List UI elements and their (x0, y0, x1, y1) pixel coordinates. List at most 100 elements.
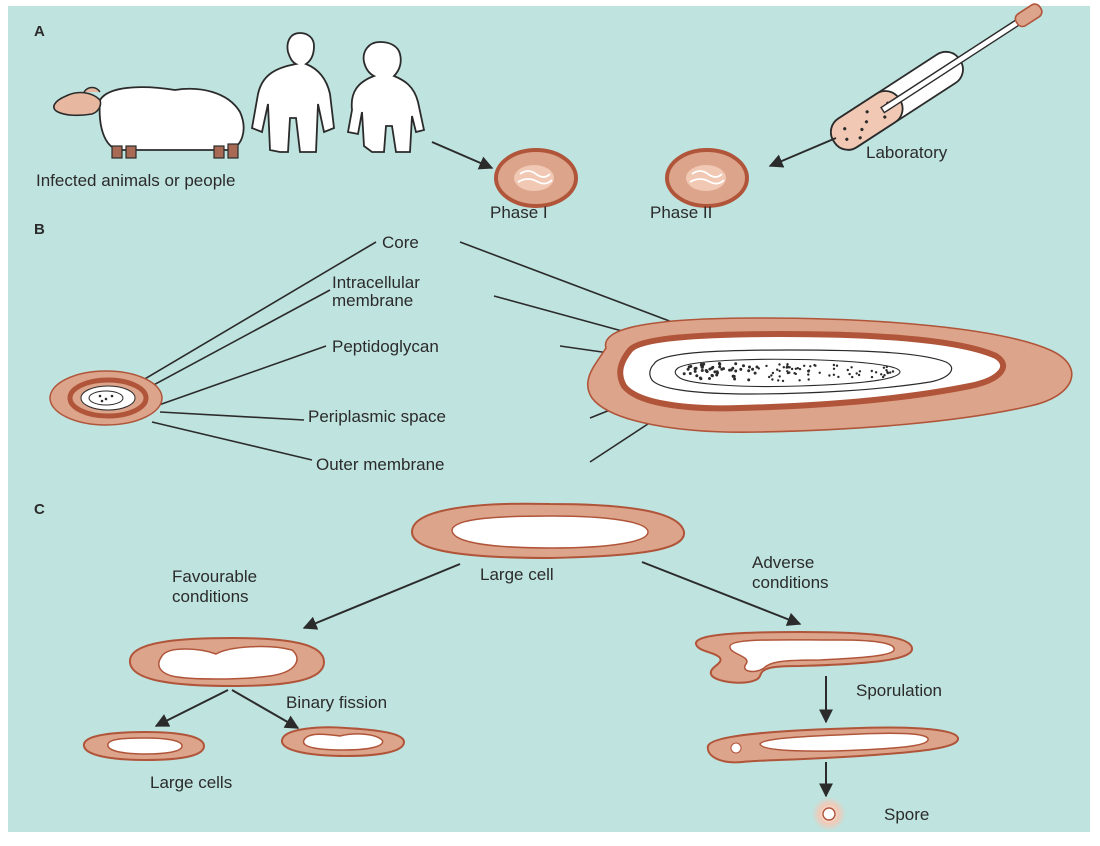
core-dot (887, 372, 889, 374)
panel-b-letter: B (34, 221, 45, 238)
small-cell (50, 371, 162, 425)
core-dot (807, 373, 809, 375)
core-dot (875, 371, 877, 373)
core-dot (793, 372, 795, 374)
large-cells-label: Large cells (150, 773, 232, 792)
core-dot (837, 376, 839, 378)
panel-c-letter: C (34, 501, 45, 518)
core-dot (856, 372, 858, 374)
core-dot (715, 374, 718, 377)
core-dot (689, 372, 692, 375)
phase-1-label: Phase I (490, 203, 548, 222)
binary-fission-label: Binary fission (286, 693, 387, 712)
core-dot (708, 368, 711, 371)
core-dot (791, 368, 793, 370)
core-dot (880, 373, 882, 375)
label-periplasmic: Periplasmic space (308, 407, 446, 426)
core-dot (742, 364, 745, 367)
core-dot (803, 365, 805, 367)
core-dot (883, 374, 885, 376)
core-dot (848, 373, 850, 375)
core-dot (765, 365, 767, 367)
core-dot (748, 366, 751, 369)
large-cell-top (412, 504, 684, 558)
core-dot (694, 370, 697, 373)
core-dot (858, 374, 860, 376)
core-dot (754, 372, 757, 375)
core-dot (770, 374, 772, 376)
core-dot (787, 366, 789, 368)
core-dot (718, 362, 721, 365)
core-dot (786, 363, 788, 365)
adverse-label: Adverse (752, 553, 814, 572)
core-dot (695, 367, 698, 370)
daughter-cell (282, 727, 404, 756)
daughter-cell (84, 732, 204, 760)
core-dot (701, 369, 704, 372)
core-dot (768, 376, 770, 378)
core-dot (756, 366, 759, 369)
spore-icon (812, 797, 846, 831)
label-intracellular-membrane: membrane (332, 291, 413, 310)
core-dot (799, 368, 801, 370)
core-dot (777, 379, 779, 381)
core-dot (716, 370, 719, 373)
core-dot (747, 369, 750, 372)
core-dot (833, 368, 835, 370)
core-dot (708, 377, 711, 380)
core-dot (734, 370, 737, 373)
core-dot (695, 374, 698, 377)
core-dot (730, 369, 733, 372)
core-dot (734, 362, 737, 365)
core-dot (779, 375, 781, 377)
phase-2-label: Phase II (650, 203, 712, 222)
core-dot (850, 366, 852, 368)
core-dot (836, 365, 838, 367)
phase-1-cell (496, 150, 576, 206)
core-dot (772, 372, 774, 374)
dividing-cell (130, 638, 324, 686)
core-dot (847, 369, 849, 371)
core-dot (705, 369, 708, 372)
core-dot (778, 370, 780, 372)
infected-label: Infected animals or people (36, 171, 235, 190)
label-peptidoglycan: Peptidoglycan (332, 337, 439, 356)
label-outer-membrane: Outer membrane (316, 455, 445, 474)
core-dot (689, 365, 692, 368)
core-dot (809, 365, 811, 367)
large-cell-label: Large cell (480, 565, 554, 584)
core-dot (851, 376, 853, 378)
core-dot (883, 367, 885, 369)
core-dot (702, 363, 705, 366)
core-dot (699, 377, 702, 380)
core-dot (807, 370, 809, 372)
core-dot (808, 378, 810, 380)
core-dot (889, 371, 891, 373)
sporulation-label: Sporulation (856, 681, 942, 700)
favourable-label: Favourable (172, 567, 257, 586)
core-dot (833, 364, 835, 366)
core-dot (778, 363, 780, 365)
core-dot (833, 374, 835, 376)
core-dot (786, 370, 788, 372)
core-dot (828, 374, 830, 376)
core-dot (892, 370, 894, 372)
spore-label: Spore (884, 805, 929, 824)
laboratory-label: Laboratory (866, 143, 948, 162)
panel-a-letter: A (34, 23, 45, 40)
core-dot (788, 371, 790, 373)
label-intracellular: Intracellular (332, 273, 420, 292)
core-dot (797, 367, 799, 369)
core-dot (886, 366, 888, 368)
phase-2-cell (667, 150, 747, 206)
core-dot (739, 368, 742, 371)
core-dot (732, 375, 735, 378)
core-dot (771, 378, 773, 380)
core-dot (782, 380, 784, 382)
label-core: Core (382, 233, 419, 252)
core-dot (733, 378, 736, 381)
core-dot (720, 368, 723, 371)
core-dot (798, 379, 800, 381)
core-dot (813, 364, 815, 366)
